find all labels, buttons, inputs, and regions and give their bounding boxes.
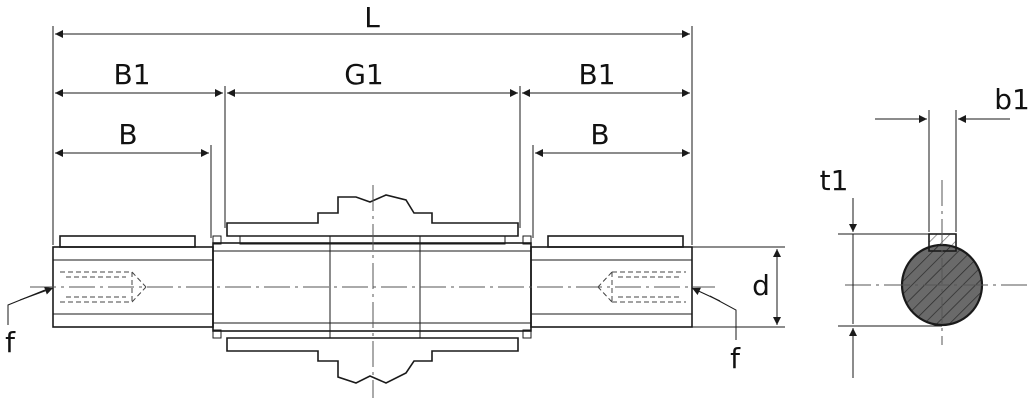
- label-f-left: f: [5, 326, 16, 359]
- dimension-lines: [55, 30, 690, 157]
- shaft-cross-section: [845, 180, 1030, 345]
- threaded-holes: [60, 271, 686, 303]
- center-lines: [30, 185, 715, 398]
- dim-t1: [838, 198, 942, 378]
- label-B1-right: B1: [578, 58, 615, 91]
- label-t1: t1: [820, 164, 849, 197]
- label-d: d: [752, 269, 770, 302]
- label-G1: G1: [344, 58, 384, 91]
- label-L: L: [364, 1, 380, 34]
- label-B-left: B: [118, 118, 137, 151]
- label-B1-left: B1: [113, 58, 150, 91]
- dim-d: [692, 246, 785, 328]
- shaft-keyways: [59, 235, 684, 248]
- label-b1: b1: [994, 83, 1030, 116]
- leader-f-left: [7, 286, 54, 325]
- dim-b1: [875, 110, 1010, 232]
- extension-lines: [52, 26, 693, 245]
- leader-f-right: [691, 287, 737, 340]
- label-f-right: f: [730, 342, 741, 375]
- label-B-right: B: [590, 118, 609, 151]
